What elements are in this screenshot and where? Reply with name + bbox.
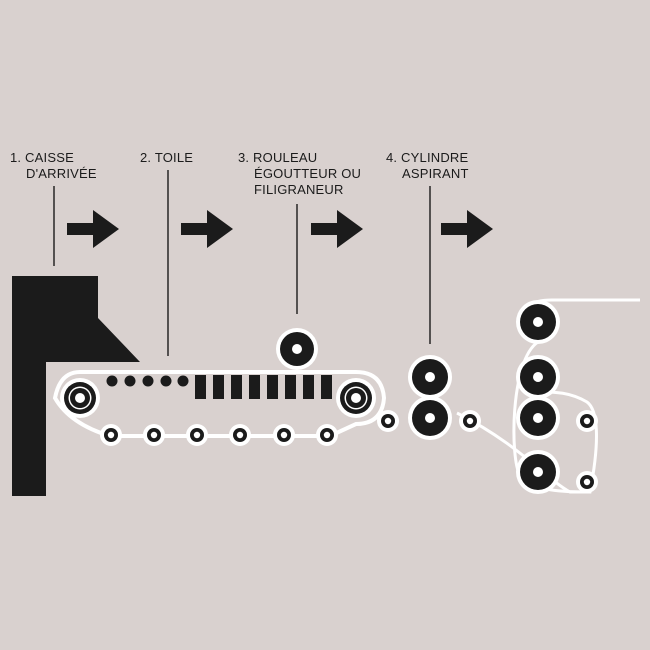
right-arrow-icon: [311, 210, 363, 248]
roller-ring: [583, 417, 591, 425]
roller-icon: [408, 396, 452, 440]
roller-icon: [229, 424, 251, 446]
roller-ring: [236, 431, 244, 439]
roller-ring: [533, 317, 543, 327]
roller-icon: [273, 424, 295, 446]
roller-icon: [276, 328, 318, 370]
roller-icon: [408, 355, 452, 399]
roller-icon: [516, 300, 560, 344]
roller-icon: [576, 471, 598, 493]
roller-icon: [336, 378, 376, 418]
roller-ring: [583, 478, 591, 486]
right-arrow-icon: [441, 210, 493, 248]
stage-label-line: FILIGRANEUR: [254, 182, 344, 197]
stage-label-suction-cylinder: 4. CYLINDRE ASPIRANT: [386, 150, 469, 182]
stage-label-line: 2. TOILE: [140, 150, 194, 165]
suction-box-icon: [285, 375, 296, 399]
stage-label-line: 4. CYLINDRE: [386, 150, 469, 165]
roller-ring: [75, 393, 85, 403]
roller-icon: [516, 355, 560, 399]
rollers: [60, 300, 598, 494]
suction-box-icon: [321, 375, 332, 399]
roller-ring: [323, 431, 331, 439]
suction-box-icon: [267, 375, 278, 399]
roller-icon: [576, 410, 598, 432]
suction-box-icon: [124, 375, 136, 387]
roller-ring: [150, 431, 158, 439]
stage-label-line: ASPIRANT: [402, 166, 469, 181]
headbox-icon: [12, 276, 140, 496]
suction-boxes: [106, 375, 332, 399]
stage-label-line: D'ARRIVÉE: [26, 166, 97, 181]
right-arrow-icon: [181, 210, 233, 248]
right-arrow-icon: [67, 210, 119, 248]
roller-icon: [316, 424, 338, 446]
roller-ring: [193, 431, 201, 439]
roller-ring: [466, 417, 474, 425]
suction-box-icon: [213, 375, 224, 399]
roller-icon: [143, 424, 165, 446]
roller-ring: [280, 431, 288, 439]
suction-box-icon: [249, 375, 260, 399]
roller-ring: [533, 372, 543, 382]
roller-ring: [292, 344, 302, 354]
flow-arrows: [67, 210, 493, 248]
roller-ring: [425, 413, 435, 423]
pointer-lines: [53, 170, 431, 356]
stage-label-line: ÉGOUTTEUR OU: [254, 166, 362, 181]
roller-ring: [425, 372, 435, 382]
suction-box-icon: [195, 375, 206, 399]
roller-ring: [107, 431, 115, 439]
roller-ring: [533, 467, 543, 477]
roller-icon: [516, 450, 560, 494]
suction-box-icon: [142, 375, 154, 387]
roller-icon: [186, 424, 208, 446]
suction-box-icon: [231, 375, 242, 399]
suction-box-icon: [177, 375, 189, 387]
suction-box-icon: [160, 375, 172, 387]
roller-icon: [516, 396, 560, 440]
paper-web: [456, 390, 598, 494]
suction-box-icon: [303, 375, 314, 399]
roller-ring: [384, 417, 392, 425]
stage-label-dandy-roll: 3. ROULEAU ÉGOUTTEUR OU FILIGRANEUR: [238, 150, 361, 198]
stage-label-wire: 2. TOILE: [140, 150, 193, 166]
roller-icon: [459, 410, 481, 432]
suction-box-icon: [106, 375, 118, 387]
stage-label-line: 1. CAISSE: [10, 150, 74, 165]
stage-label-headbox: 1. CAISSE D'ARRIVÉE: [10, 150, 97, 182]
roller-ring: [533, 413, 543, 423]
roller-icon: [100, 424, 122, 446]
roller-icon: [377, 410, 399, 432]
stage-label-line: 3. ROULEAU: [238, 150, 318, 165]
roller-ring: [351, 393, 361, 403]
roller-icon: [60, 378, 100, 418]
